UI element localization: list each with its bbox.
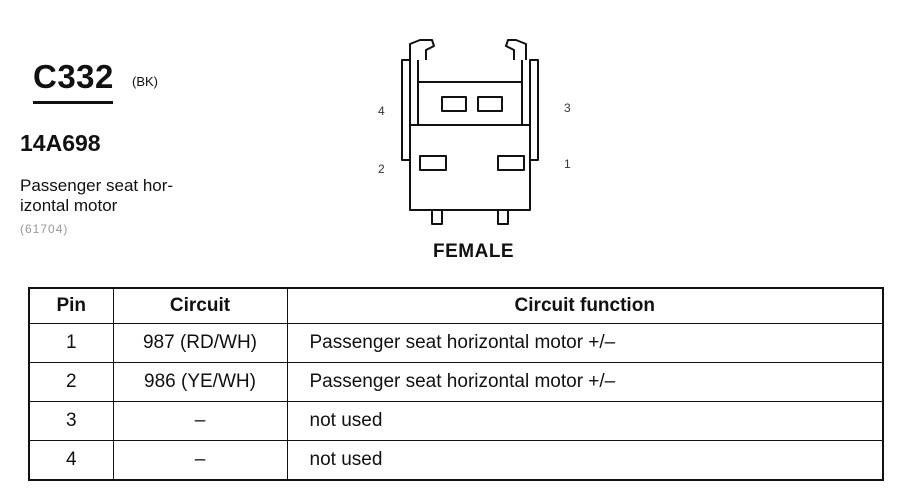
cell-pin: 4	[28, 440, 114, 481]
table-row: 4 – not used	[28, 440, 884, 481]
terminal-cavity-3	[477, 96, 503, 112]
cell-function: not used	[286, 401, 884, 441]
connector-id: C332	[33, 58, 114, 95]
cell-circuit: 986 (YE/WH)	[112, 362, 288, 402]
gender-label: FEMALE	[433, 241, 515, 262]
description-line-2: izontal motor	[20, 196, 118, 215]
header-circuit: Circuit	[112, 287, 288, 324]
pin-label-2: 2	[378, 162, 385, 176]
right-foot	[497, 210, 509, 225]
terminal-cavity-4	[441, 96, 467, 112]
cell-function: Passenger seat horizontal motor +/–	[286, 323, 884, 363]
connector-body	[409, 124, 531, 211]
upper-housing	[417, 81, 523, 126]
location-code: (61704)	[20, 222, 69, 236]
pin-table: Pin Circuit Circuit function 1 987 (RD/W…	[28, 287, 884, 481]
cell-circuit: 987 (RD/WH)	[112, 323, 288, 363]
cell-circuit: –	[112, 401, 288, 441]
table-header-row: Pin Circuit Circuit function	[28, 287, 884, 324]
terminal-cavity-2	[419, 155, 447, 171]
table-row: 1 987 (RD/WH) Passenger seat horizontal …	[28, 323, 884, 363]
connector-description: Passenger seat hor- izontal motor	[20, 176, 220, 216]
table-row: 2 986 (YE/WH) Passenger seat horizontal …	[28, 362, 884, 402]
part-number: 14A698	[20, 130, 101, 156]
connector-color: (BK)	[132, 74, 158, 89]
pin-label-4: 4	[378, 104, 385, 118]
terminal-cavity-1	[497, 155, 525, 171]
connector-id-underline	[33, 101, 113, 104]
cell-function: not used	[286, 440, 884, 481]
connector-face-diagram: 4 3 2 1	[378, 39, 571, 225]
right-latch-arm	[529, 59, 539, 161]
left-latch-arm	[401, 59, 411, 161]
cell-pin: 3	[28, 401, 114, 441]
cell-circuit: –	[112, 440, 288, 481]
table-row: 3 – not used	[28, 401, 884, 441]
left-latch	[409, 39, 435, 60]
header-circuit-function: Circuit function	[286, 287, 884, 324]
right-latch	[505, 39, 527, 60]
left-foot	[431, 210, 443, 225]
cell-pin: 2	[28, 362, 114, 402]
pin-label-1: 1	[564, 157, 571, 171]
cell-pin: 1	[28, 323, 114, 363]
pin-label-3: 3	[564, 101, 571, 115]
header-pin: Pin	[28, 287, 114, 324]
description-line-1: Passenger seat hor-	[20, 176, 174, 195]
cell-function: Passenger seat horizontal motor +/–	[286, 362, 884, 402]
